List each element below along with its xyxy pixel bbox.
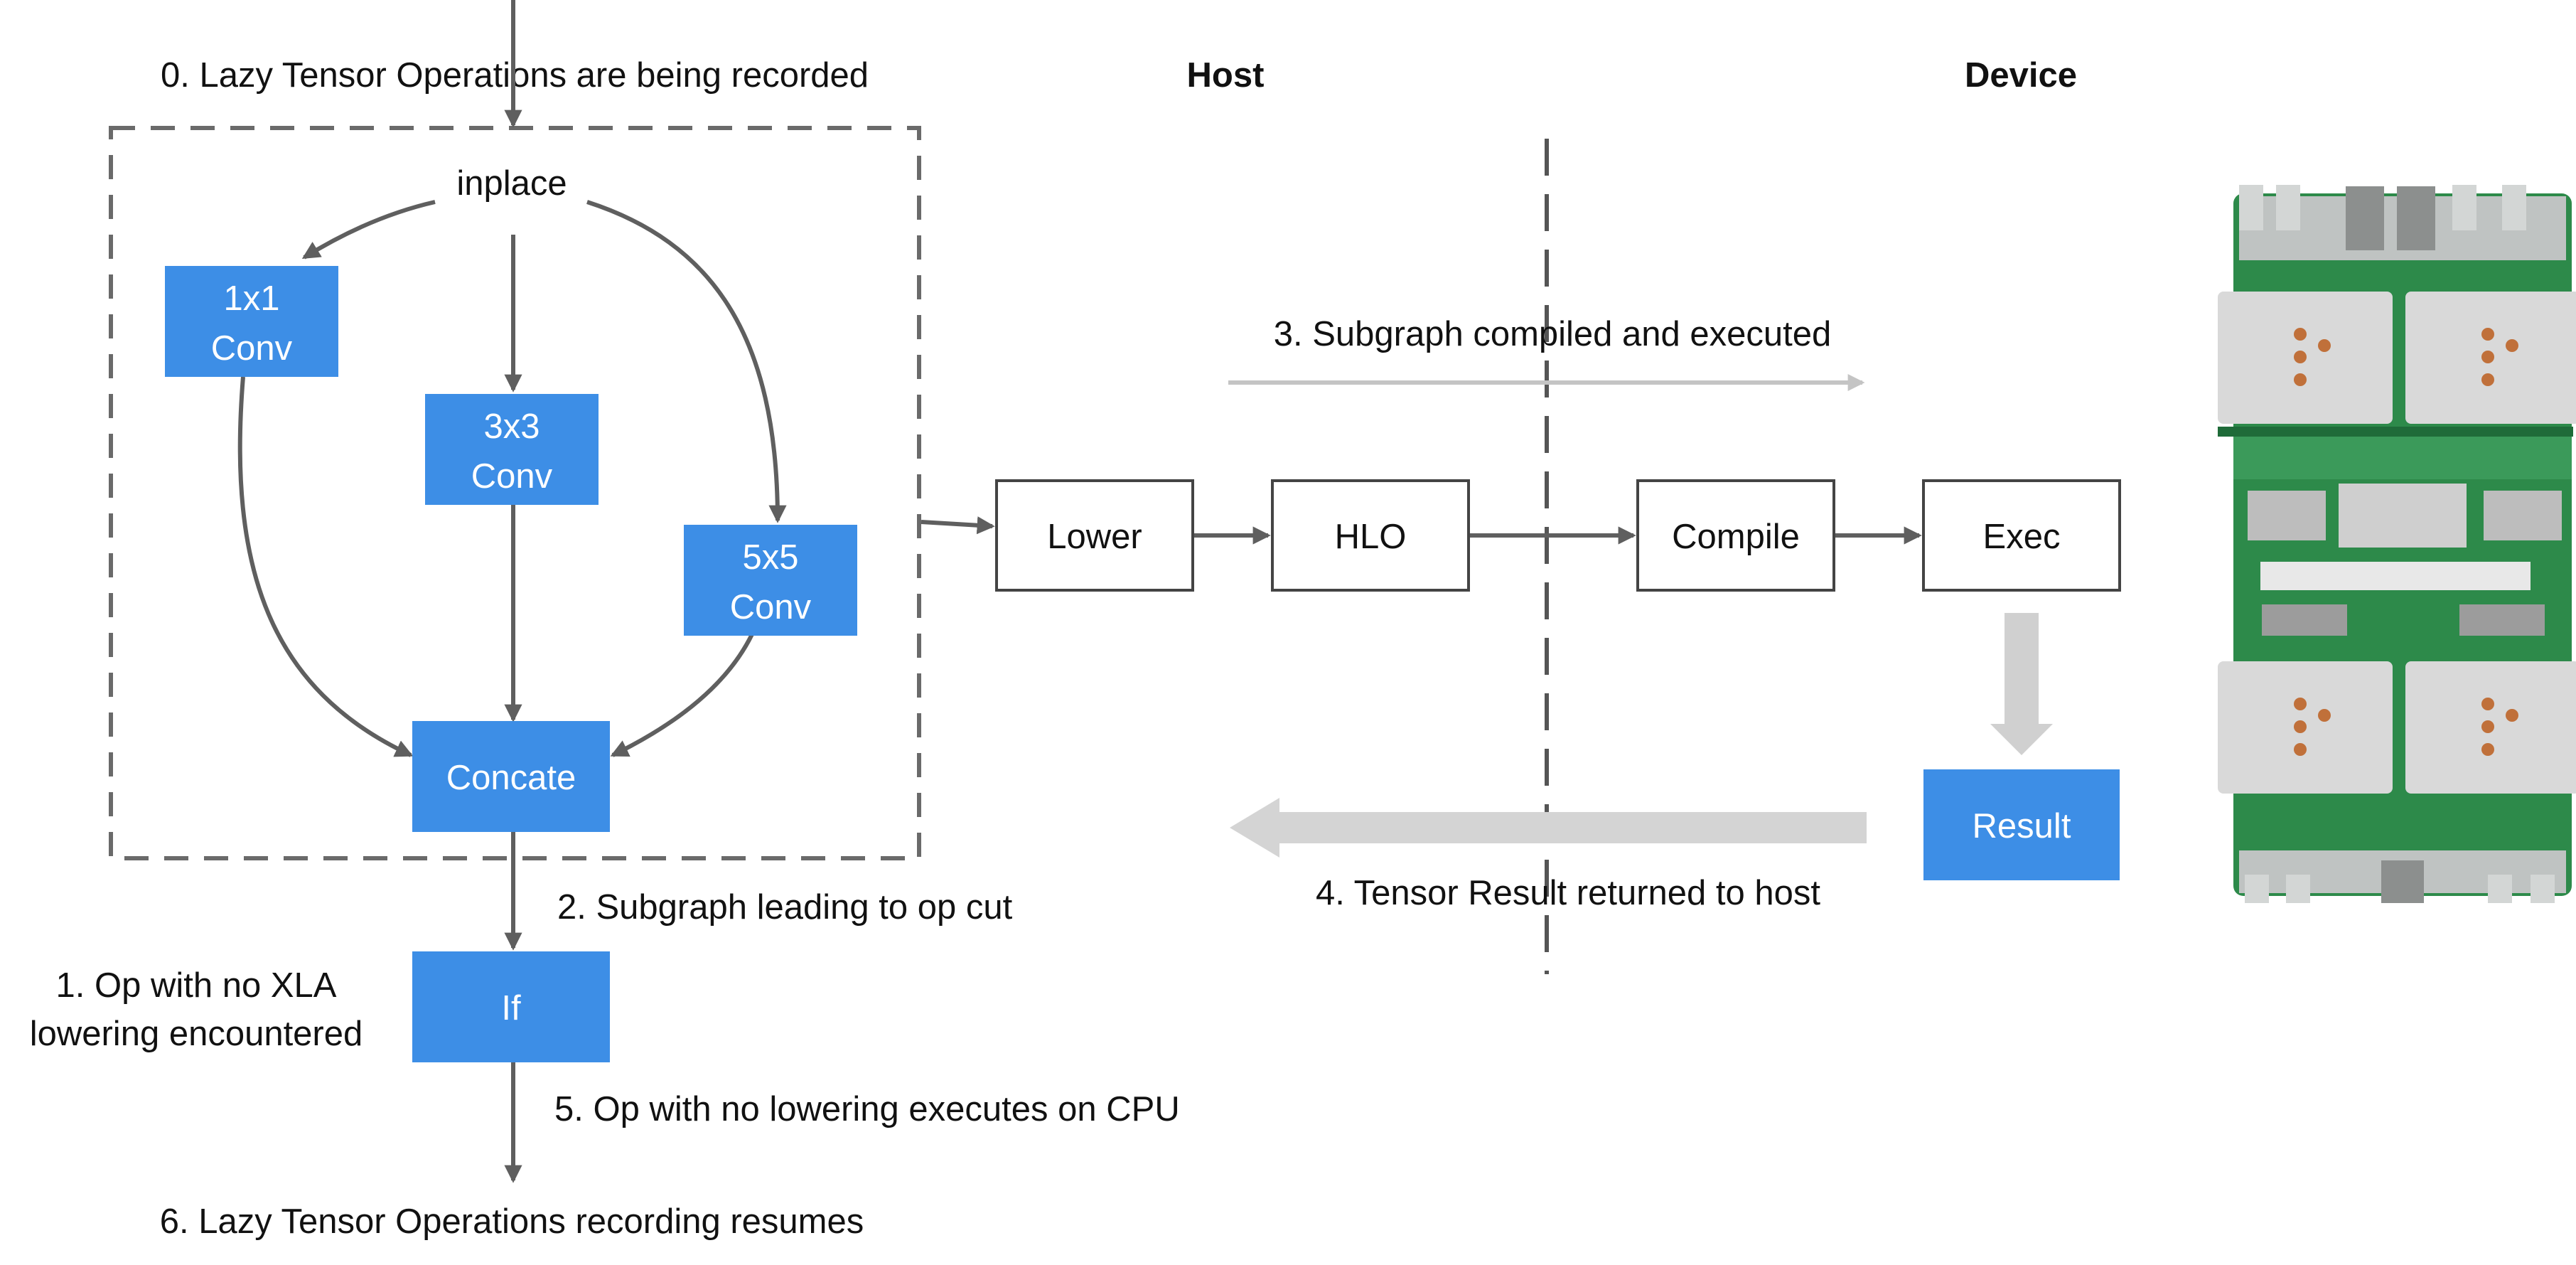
- result-return-arrow: [1230, 798, 1867, 858]
- subgraph-boundary: [109, 126, 921, 860]
- conv1x1-label-line2: Conv: [211, 329, 293, 368]
- edge-1x1-concat: [237, 376, 414, 757]
- lower-node: Lower: [995, 479, 1194, 592]
- edge-inplace-1x1: [301, 200, 436, 260]
- result-label: Result: [1973, 807, 2071, 845]
- step6-label: 6. Lazy Tensor Operations recording resu…: [160, 1202, 864, 1241]
- step3-label: 3. Subgraph compiled and executed: [1274, 315, 1832, 353]
- device-header: Device: [1965, 56, 2077, 95]
- conv5x5-label-line1: 5x5: [742, 538, 798, 577]
- result-node: Result: [1923, 769, 2120, 880]
- exec-node: Exec: [1922, 479, 2121, 592]
- compile-node: Compile: [1636, 479, 1835, 592]
- conv3x3-label-line1: 3x3: [483, 407, 540, 446]
- edge-subgraph-lower: [921, 516, 995, 535]
- if-label: If: [501, 989, 521, 1028]
- step1-label-line1: 1. Op with no XLA: [56, 966, 337, 1005]
- conv5x5-label-line2: Conv: [730, 588, 812, 626]
- step4-label: 4. Tensor Result returned to host: [1316, 874, 1820, 912]
- conv3x3-node: 3x3 Conv: [425, 394, 599, 505]
- conv1x1-node: 1x1 Conv: [165, 266, 338, 377]
- concat-label: Concate: [446, 759, 576, 797]
- tpu-board-photo: [2218, 185, 2576, 903]
- host-header: Host: [1187, 56, 1265, 95]
- concat-node: Concate: [412, 721, 610, 832]
- conv3x3-label-line2: Conv: [471, 457, 553, 496]
- step5-label: 5. Op with no lowering executes on CPU: [554, 1090, 1180, 1128]
- compile-label: Compile: [1672, 518, 1800, 556]
- step2-label: 2. Subgraph leading to op cut: [557, 888, 1013, 927]
- exec-result-arrow: [1990, 613, 2053, 755]
- hlo-label: HLO: [1335, 518, 1407, 556]
- edge-5x5-concat: [610, 633, 754, 757]
- exec-label: Exec: [1983, 518, 2061, 556]
- conv1x1-label-line1: 1x1: [223, 279, 279, 318]
- conv5x5-node: 5x5 Conv: [684, 525, 857, 636]
- inplace-node: inplace: [456, 164, 567, 203]
- step1-label-line2: lowering encountered: [30, 1015, 363, 1053]
- lower-label: Lower: [1047, 518, 1142, 556]
- edge-inplace-5x5: [586, 200, 787, 523]
- hlo-node: HLO: [1271, 479, 1470, 592]
- if-node: If: [412, 951, 610, 1062]
